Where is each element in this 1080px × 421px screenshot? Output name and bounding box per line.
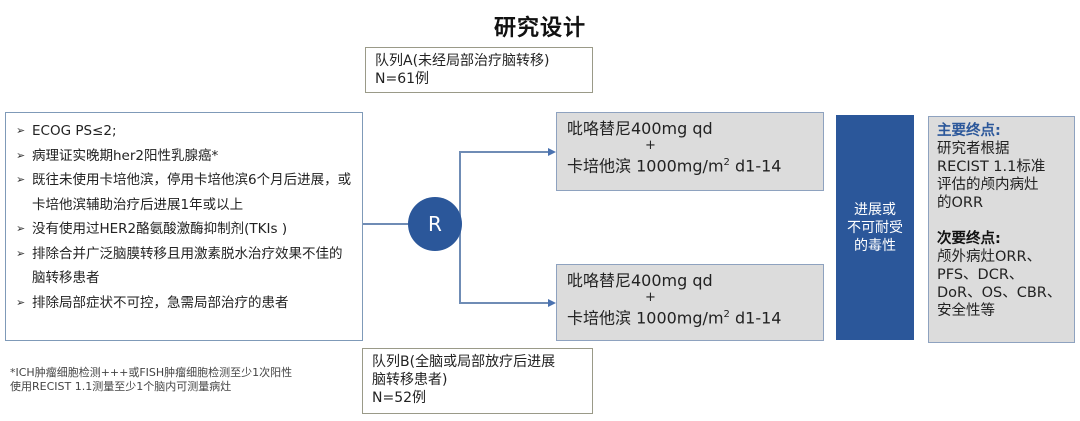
secondary-endpoint-line: 颅外病灶ORR、 bbox=[937, 249, 1042, 265]
arrow-bullet-icon: ➢ bbox=[16, 246, 26, 260]
criteria-item: ➢ 排除局部症状不可控，急需局部治疗的患者 bbox=[16, 291, 354, 316]
arrow-bullet-icon: ➢ bbox=[16, 124, 26, 137]
footnote: *ICH肿瘤细胞检测+++或FISH肿瘤细胞检测至少1次阳性 使用RECIST … bbox=[10, 366, 360, 394]
cohort-b-box: 队列B(全脑或局部放疗后进展 脑转移患者) N=52例 bbox=[362, 348, 593, 414]
endpoints-box: 主要终点: 研究者根据 RECIST 1.1标准 评估的颅内病灶 的ORR 次要… bbox=[928, 116, 1075, 343]
secondary-endpoint-line: DoR、OS、CBR、 bbox=[937, 285, 1062, 301]
connector-to-arm1 bbox=[459, 151, 549, 153]
page-title: 研究设计 bbox=[493, 16, 586, 41]
connector-to-arm2 bbox=[459, 302, 549, 304]
secondary-endpoint-line: 安全性等 bbox=[937, 303, 995, 319]
arrow-right-icon bbox=[548, 299, 556, 307]
criteria-item: ➢ 既往未使用卡培他滨，停用卡培他滨6个月后进展，或卡培他滨辅助治疗后进展1年或… bbox=[16, 168, 354, 217]
drug-2: 卡培他滨 1000mg/m2 d1-14 bbox=[567, 308, 782, 328]
inclusion-criteria-box: ➢ ECOG PS≤2; ➢ 病理证实晚期her2阳性乳腺癌* ➢ 既往未使用卡… bbox=[5, 112, 363, 341]
primary-endpoint-title: 主要终点: bbox=[937, 123, 1001, 139]
cohort-b-label-cont: 脑转移患者) bbox=[372, 372, 448, 388]
arrow-bullet-icon: ➢ bbox=[16, 148, 26, 162]
connector-criteria-to-r bbox=[363, 223, 409, 225]
plus-sign: + bbox=[645, 290, 656, 305]
primary-endpoint-line: RECIST 1.1标准 bbox=[937, 159, 1046, 175]
arrow-bullet-icon: ➢ bbox=[16, 222, 26, 235]
cohort-a-box: 队列A(未经局部治疗脑转移) N=61例 bbox=[365, 47, 593, 93]
treatment-arm-2: 吡咯替尼400mg qd + 卡培他滨 1000mg/m2 d1-14 bbox=[556, 264, 824, 341]
criteria-item: ➢ 病理证实晚期her2阳性乳腺癌* bbox=[16, 144, 354, 169]
progression-box: 进展或 不可耐受 的毒性 bbox=[836, 115, 914, 340]
primary-endpoint-line: 研究者根据 bbox=[937, 141, 1010, 157]
criteria-item: ➢ 排除合并广泛脑膜转移且用激素脱水治疗效果不佳的脑转移患者 bbox=[16, 242, 354, 291]
treatment-arm-1: 吡咯替尼400mg qd + 卡培他滨 1000mg/m2 d1-14 bbox=[556, 112, 824, 191]
arrow-bullet-icon: ➢ bbox=[16, 173, 26, 186]
progression-line: 的毒性 bbox=[854, 237, 896, 254]
cohort-b-label: 队列B(全脑或局部放疗后进展 bbox=[372, 354, 556, 370]
cohort-b-count: N=52例 bbox=[372, 390, 427, 406]
drug-2: 卡培他滨 1000mg/m2 d1-14 bbox=[567, 156, 782, 176]
criteria-item: ➢ ECOG PS≤2; bbox=[16, 119, 354, 144]
progression-line: 不可耐受 bbox=[847, 219, 903, 236]
plus-sign: + bbox=[645, 138, 656, 153]
footnote-line: 使用RECIST 1.1测量至少1个脑内可测量病灶 bbox=[10, 380, 232, 393]
secondary-endpoint-title: 次要终点: bbox=[937, 231, 1001, 247]
arrow-bullet-icon: ➢ bbox=[16, 295, 26, 309]
drug-1: 吡咯替尼400mg qd bbox=[567, 119, 713, 138]
primary-endpoint-line: 的ORR bbox=[937, 195, 984, 211]
criteria-item: ➢ 没有使用过HER2酪氨酸激酶抑制剂(TKIs ) bbox=[16, 217, 354, 242]
cohort-a-label: 队列A(未经局部治疗脑转移) bbox=[375, 53, 550, 69]
randomization-node: R bbox=[408, 197, 462, 251]
primary-endpoint-line: 评估的颅内病灶 bbox=[937, 177, 1039, 193]
drug-1: 吡咯替尼400mg qd bbox=[567, 271, 713, 290]
cohort-a-count: N=61例 bbox=[375, 71, 430, 87]
progression-line: 进展或 bbox=[854, 201, 896, 218]
arrow-right-icon bbox=[548, 148, 556, 156]
footnote-line: *ICH肿瘤细胞检测+++或FISH肿瘤细胞检测至少1次阳性 bbox=[10, 366, 293, 379]
secondary-endpoint-line: PFS、DCR、 bbox=[937, 267, 1024, 283]
